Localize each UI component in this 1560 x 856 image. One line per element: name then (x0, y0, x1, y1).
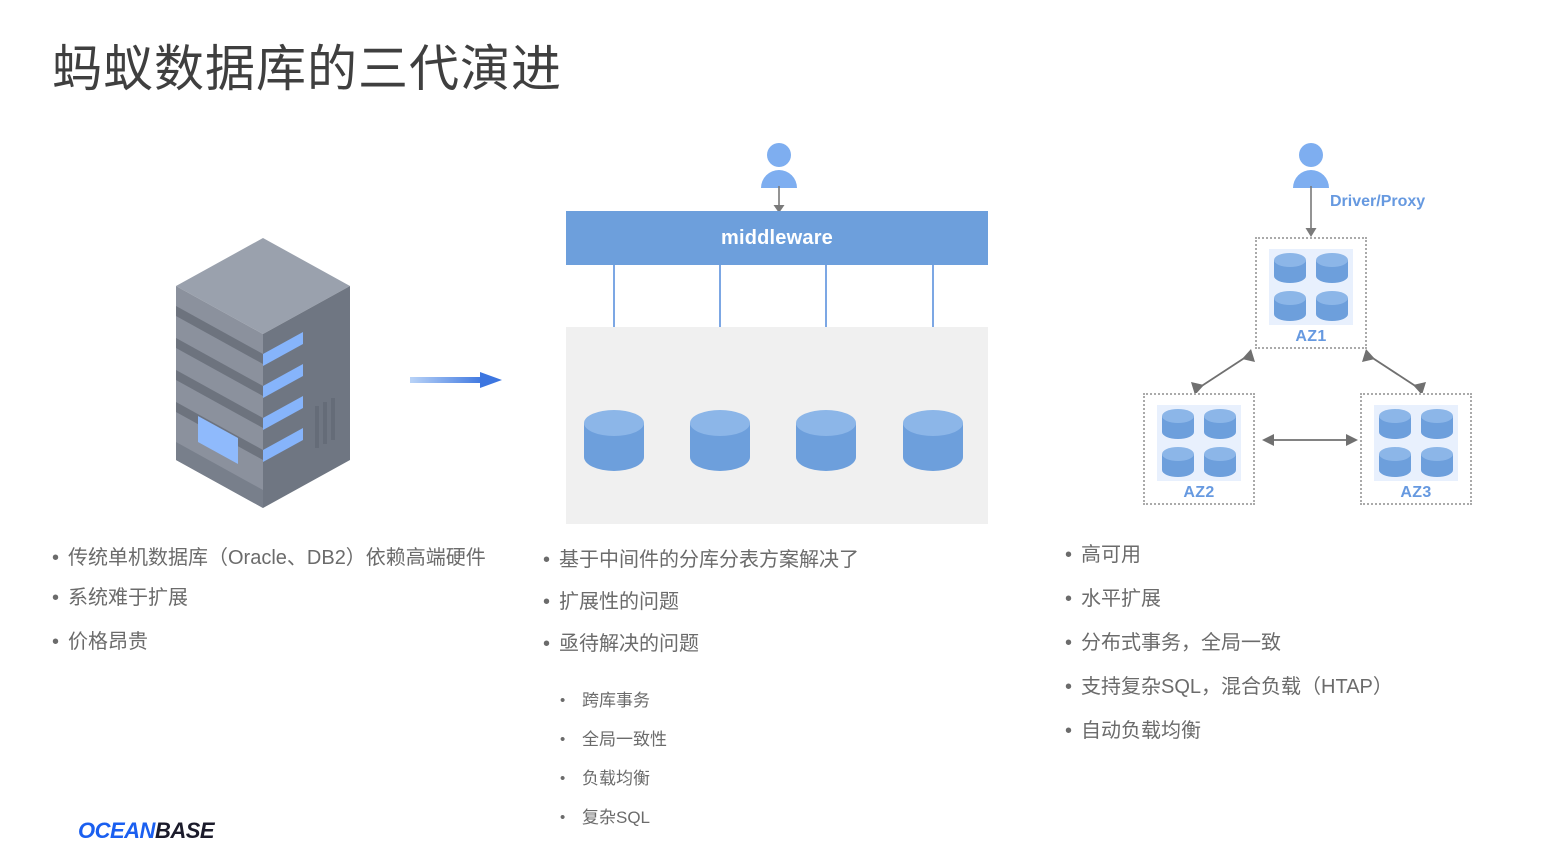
middleware-bar: middleware (566, 211, 988, 265)
az2-database-grid (1157, 405, 1241, 481)
logo-part-ocean: OCEAN (78, 818, 155, 843)
list-item-label: 传统单机数据库（Oracle、DB2）依赖高端硬件 (68, 547, 486, 569)
database-icon (584, 410, 644, 471)
database-icon (690, 410, 750, 471)
bullet-glyph: • (1065, 588, 1073, 610)
bullet-glyph: • (1065, 720, 1073, 742)
list-item-label: 水平扩展 (1081, 588, 1161, 610)
database-icon (1274, 291, 1306, 321)
availability-zone-az1: AZ1 (1255, 237, 1367, 349)
list-item: • 亟待解决的问题 (543, 629, 983, 659)
list-item: • 全局一致性 (560, 727, 960, 753)
bullet-glyph: • (52, 547, 60, 569)
az1-database-grid (1269, 249, 1353, 325)
database-icon (1379, 447, 1411, 477)
oceanbase-logo: OCEANBASE (78, 818, 215, 844)
list-item: • 支持复杂SQL，混合负载（HTAP） (1065, 672, 1505, 702)
list-item-label: 负载均衡 (582, 769, 650, 788)
database-icon (1316, 253, 1348, 283)
list-item: • 跨库事务 (560, 688, 960, 714)
list-item-label: 系统难于扩展 (68, 587, 188, 609)
bullet-glyph: • (1065, 632, 1073, 654)
bullet-glyph: • (543, 633, 551, 655)
database-icon (1274, 253, 1306, 283)
generation2-bullet-list: • 基于中间件的分库分表方案解决了 • 扩展性的问题 • 亟待解决的问题 (543, 545, 983, 671)
database-icon (1162, 447, 1194, 477)
database-icon (796, 410, 856, 471)
person-icon (1293, 143, 1329, 188)
list-item-label: 扩展性的问题 (559, 591, 679, 613)
database-icon (1379, 409, 1411, 439)
list-item: • 系统难于扩展 (52, 583, 502, 613)
bullet-glyph: • (52, 631, 60, 653)
database-icon (903, 410, 963, 471)
list-item: • 负载均衡 (560, 766, 960, 792)
availability-zone-az3: AZ3 (1360, 393, 1472, 505)
bullet-glyph: • (560, 731, 566, 748)
bullet-glyph: • (560, 692, 566, 709)
list-item-label: 自动负载均衡 (1081, 720, 1201, 742)
page-title: 蚂蚁数据库的三代演进 (52, 41, 562, 97)
list-item-label: 亟待解决的问题 (559, 633, 699, 655)
generation2-sub-bullet-list: • 跨库事务 • 全局一致性 • 负载均衡 • 复杂SQL (560, 688, 960, 844)
list-item-label: 支持复杂SQL，混合负载（HTAP） (1081, 676, 1393, 698)
az1-label: AZ1 (1295, 328, 1327, 345)
database-icon (1162, 409, 1194, 439)
database-icon (1421, 409, 1453, 439)
logo-part-base: BASE (154, 818, 215, 843)
list-item-label: 高可用 (1081, 544, 1141, 566)
right-arrow-icon (410, 372, 502, 388)
middleware-label: middleware (720, 226, 834, 249)
bullet-glyph: • (560, 809, 566, 826)
list-item: • 复杂SQL (560, 805, 960, 831)
list-item-label: 复杂SQL (582, 808, 651, 827)
az2-label: AZ2 (1183, 484, 1215, 501)
list-item-label: 基于中间件的分库分表方案解决了 (559, 549, 859, 571)
list-item: • 自动负载均衡 (1065, 716, 1505, 746)
bullet-glyph: • (543, 549, 551, 571)
az1-az3-link-arrow-icon (1362, 349, 1426, 395)
list-item: • 传统单机数据库（Oracle、DB2）依赖高端硬件 (52, 543, 502, 573)
az3-label: AZ3 (1400, 484, 1432, 501)
list-item: • 水平扩展 (1065, 584, 1505, 614)
list-item-label: 价格昂贵 (68, 631, 148, 653)
database-icon (1204, 409, 1236, 439)
az3-database-grid (1374, 405, 1458, 481)
driver-proxy-label: Driver/Proxy (1330, 193, 1426, 210)
generation3-bullet-list: • 高可用 • 水平扩展 • 分布式事务，全局一致 • 支持复杂SQL，混合负载… (1065, 540, 1505, 760)
list-item: • 基于中间件的分库分表方案解决了 (543, 545, 983, 575)
az2-az3-link-arrow-icon (1262, 434, 1358, 446)
bullet-glyph: • (1065, 676, 1073, 698)
database-icon (1204, 447, 1236, 477)
user-to-az1-arrow-icon (1305, 186, 1317, 237)
az1-az2-link-arrow-icon (1191, 349, 1255, 395)
list-item: • 扩展性的问题 (543, 587, 983, 617)
list-item: • 价格昂贵 (52, 627, 502, 657)
database-icon (1421, 447, 1453, 477)
bullet-glyph: • (52, 587, 60, 609)
bullet-glyph: • (560, 770, 566, 787)
list-item: • 分布式事务，全局一致 (1065, 628, 1505, 658)
user-to-middleware-arrow-icon (773, 186, 785, 213)
server-rack-icon (176, 238, 350, 508)
bullet-glyph: • (543, 591, 551, 613)
availability-zone-az2: AZ2 (1143, 393, 1255, 505)
database-icon (1316, 291, 1348, 321)
bullet-glyph: • (1065, 544, 1073, 566)
person-icon (761, 143, 797, 188)
list-item: • 高可用 (1065, 540, 1505, 570)
list-item-label: 分布式事务，全局一致 (1081, 632, 1281, 654)
list-item-label: 全局一致性 (582, 730, 667, 749)
generation1-bullet-list: • 传统单机数据库（Oracle、DB2）依赖高端硬件 • 系统难于扩展 • 价… (52, 543, 502, 671)
list-item-label: 跨库事务 (582, 691, 650, 710)
